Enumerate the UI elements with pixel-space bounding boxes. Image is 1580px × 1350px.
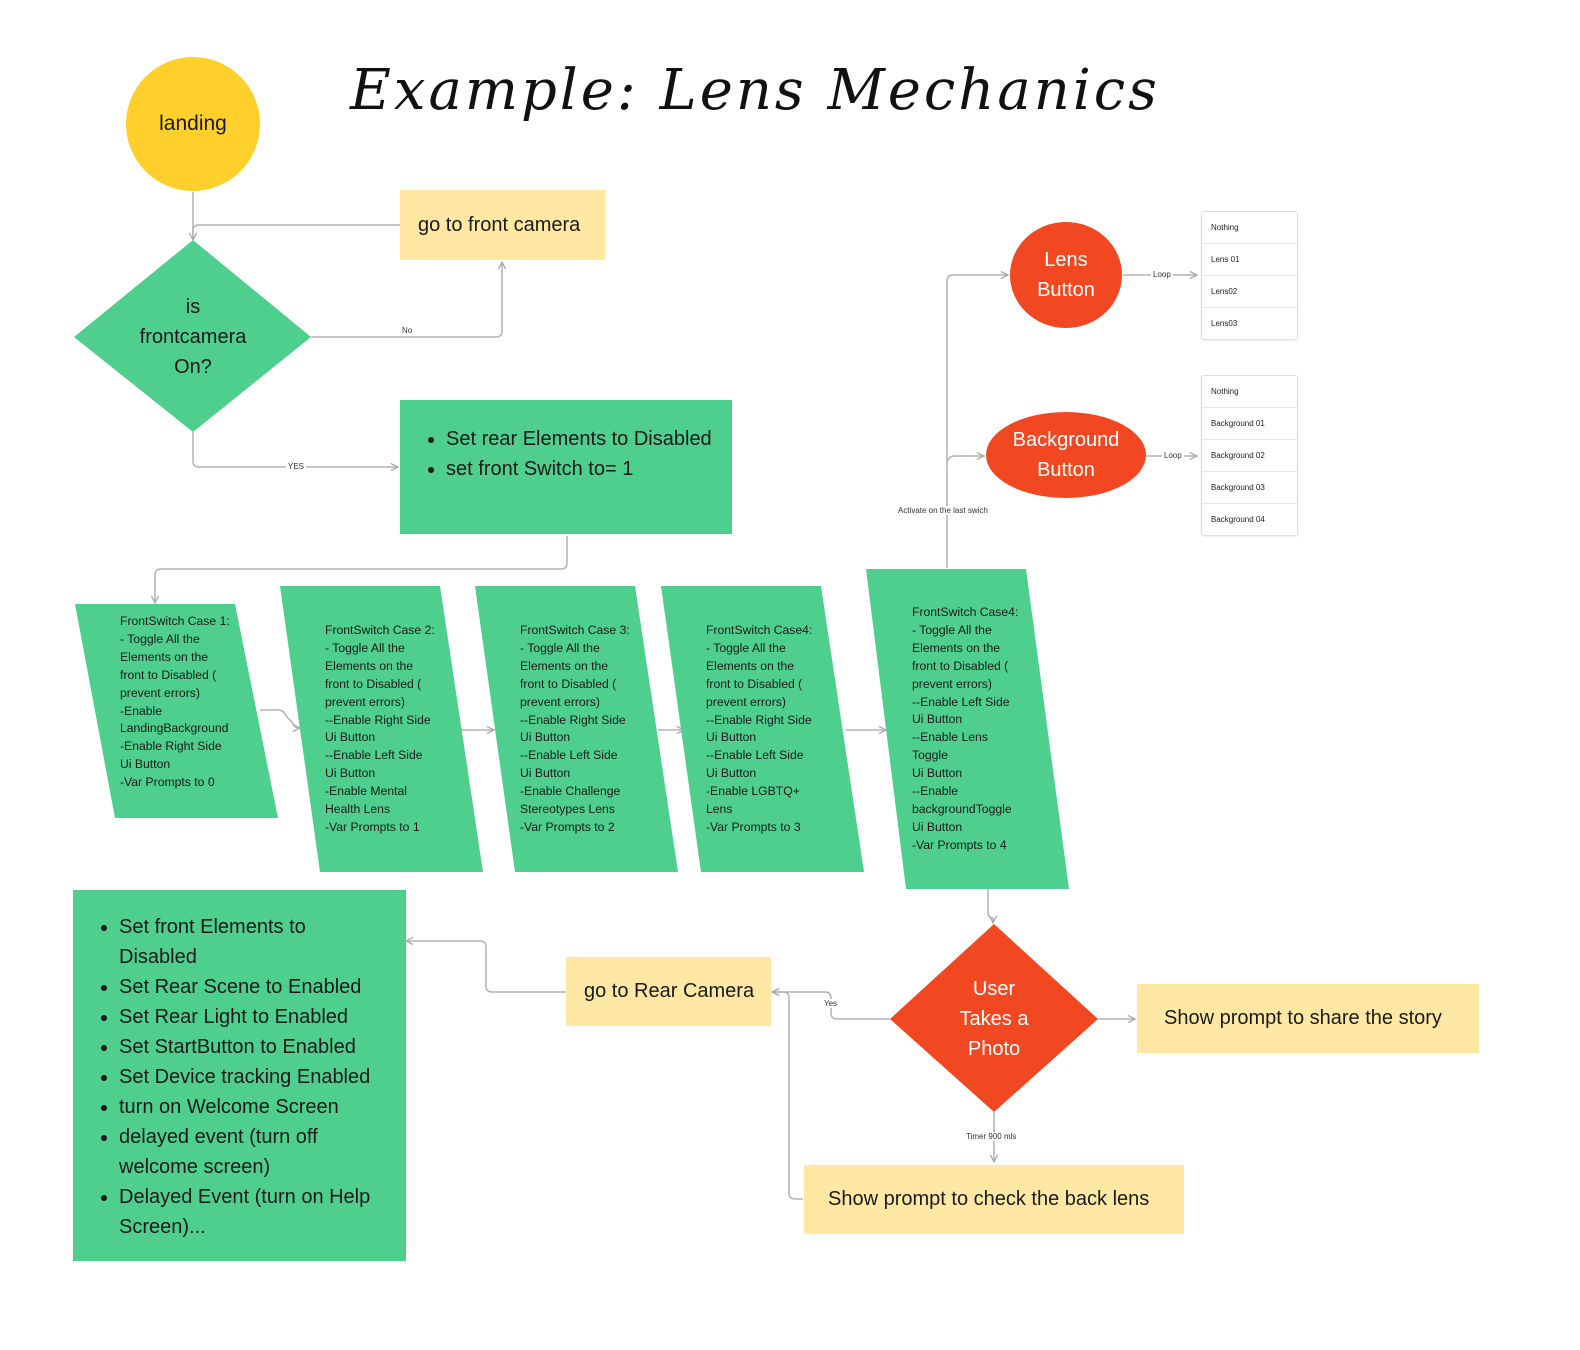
diagram-title: Example: Lens Mechanics <box>350 58 1160 123</box>
case3-text[interactable]: FrontSwitch Case 3: - Toggle All the Ele… <box>520 623 630 834</box>
set-rear-disabled-node[interactable]: Set rear Elements to Disabled set front … <box>400 400 732 534</box>
list-item: set front Switch to= 1 <box>446 454 732 484</box>
decision-line: User <box>972 978 1016 1000</box>
edge-to-case1 <box>155 536 568 603</box>
edge-label-activate: Activate on the last swich <box>896 506 990 515</box>
decision-line: frontcamera <box>139 326 247 348</box>
edge-backlens-to-rear <box>772 992 803 1200</box>
case4-shape <box>661 586 864 872</box>
decision-line: Photo <box>967 1038 1021 1060</box>
decision-line: On? <box>174 356 212 378</box>
share-prompt-node[interactable]: Show prompt to share the story <box>1137 984 1479 1053</box>
go-rear-camera-label: go to Rear Camera <box>584 980 755 1002</box>
background-button-node[interactable]: Background Button <box>986 412 1146 498</box>
share-prompt-label: Show prompt to share the story <box>1164 1007 1442 1029</box>
list-item: Set Rear Scene to Enabled <box>119 972 386 1002</box>
edge-case5-to-photo <box>987 888 993 923</box>
lens-button-label: Button <box>1037 279 1095 301</box>
edge-label-loop-lens: Loop <box>1151 270 1173 279</box>
case1-text[interactable]: FrontSwitch Case 1: - Toggle All the Ele… <box>120 614 230 790</box>
list-item: Delayed Event (turn on Help Screen)... <box>119 1182 386 1242</box>
case5-shape <box>866 569 1069 889</box>
lens-button-label: Lens <box>1044 249 1088 271</box>
go-front-camera-node[interactable]: go to front camera <box>400 190 605 260</box>
background-option[interactable]: Background 01 <box>1202 408 1297 440</box>
decision-is-frontcamera[interactable]: is frontcamera On? <box>113 292 273 382</box>
background-options-list: Nothing Background 01 Background 02 Back… <box>1201 375 1298 536</box>
edge-label-no: No <box>400 326 415 335</box>
lens-option[interactable]: Lens 01 <box>1202 244 1297 276</box>
background-option[interactable]: Background 03 <box>1202 472 1297 504</box>
list-item: Set rear Elements to Disabled <box>446 424 732 454</box>
background-option[interactable]: Background 02 <box>1202 440 1297 472</box>
case1-shape <box>75 604 278 818</box>
background-button-label: Button <box>1037 459 1095 481</box>
go-front-camera-label: go to front camera <box>418 213 581 236</box>
case2-text[interactable]: FrontSwitch Case 2: - Toggle All the Ele… <box>325 623 435 834</box>
edge-front-camera-to-decision <box>193 224 400 240</box>
set-front-disabled-list: Set front Elements to Disabled Set Rear … <box>73 912 406 1242</box>
landing-label: landing <box>159 112 227 135</box>
decision-line: is <box>185 296 201 318</box>
list-item: Set Device tracking Enabled <box>119 1062 386 1092</box>
case3-shape <box>475 586 678 872</box>
edge-label-yes: YES <box>286 462 307 471</box>
list-item: delayed event (turn off welcome screen) <box>119 1122 386 1182</box>
set-rear-disabled-list: Set rear Elements to Disabled set front … <box>400 424 732 484</box>
edge-label-timer: Timer 900 mls <box>964 1132 1019 1141</box>
background-button-label: Background <box>1012 429 1120 451</box>
background-option[interactable]: Background 04 <box>1211 515 1265 524</box>
case5-text[interactable]: FrontSwitch Case4: - Toggle All the Elem… <box>912 605 1019 852</box>
lens-option[interactable]: Lens03 <box>1211 319 1238 328</box>
decision-line: Takes a <box>959 1008 1029 1030</box>
decision-user-takes-photo[interactable]: User Takes a Photo <box>934 974 1054 1064</box>
set-front-disabled-node[interactable]: Set front Elements to Disabled Set Rear … <box>73 890 406 1261</box>
edge-case1-to-case2 <box>260 709 300 728</box>
decision-is-frontcamera-shape <box>74 240 311 432</box>
decision-user-takes-photo-shape <box>890 924 1098 1112</box>
list-item: turn on Welcome Screen <box>119 1092 386 1122</box>
back-lens-prompt-node[interactable]: Show prompt to check the back lens <box>804 1165 1184 1234</box>
landing-node[interactable]: landing <box>126 57 260 191</box>
list-item: Set front Elements to Disabled <box>119 912 386 972</box>
case2-shape <box>280 586 483 872</box>
case4-text[interactable]: FrontSwitch Case4: - Toggle All the Elem… <box>706 623 813 834</box>
back-lens-prompt-label: Show prompt to check the back lens <box>828 1188 1150 1210</box>
edge-label-yes-lower: Yes <box>822 999 840 1008</box>
background-option[interactable]: Nothing <box>1202 376 1297 408</box>
edge-activate-bg <box>946 456 984 466</box>
go-rear-camera-node[interactable]: go to Rear Camera <box>566 957 771 1026</box>
lens-button-node[interactable]: Lens Button <box>1010 222 1122 328</box>
edge-activate <box>946 275 1008 568</box>
edge-label-loop-bg: Loop <box>1162 451 1184 460</box>
edge-yes <box>192 432 398 467</box>
lens-options-list: Nothing Lens 01 Lens02 Lens03 <box>1201 211 1298 340</box>
lens-option[interactable]: Lens02 <box>1202 276 1297 308</box>
lens-option[interactable]: Nothing <box>1202 212 1297 244</box>
edge-rear-to-front-disabled <box>406 941 566 993</box>
list-item: Set Rear Light to Enabled <box>119 1002 386 1032</box>
edge-no <box>311 262 502 338</box>
list-item: Set StartButton to Enabled <box>119 1032 386 1062</box>
